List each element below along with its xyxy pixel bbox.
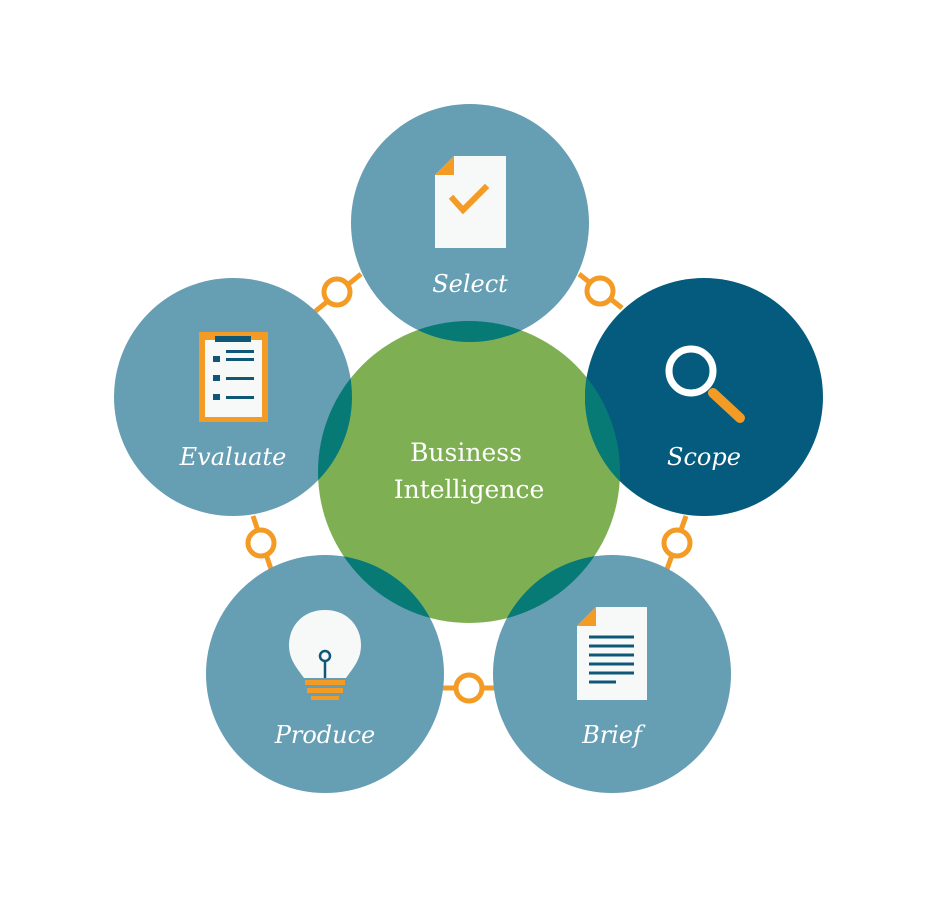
- center-label-line2: Intelligence: [394, 475, 545, 504]
- lightbulb-icon: [289, 610, 361, 700]
- node-label-evaluate: Evaluate: [179, 443, 287, 471]
- clipboard-list-icon: [199, 332, 268, 422]
- node-label-select: Select: [432, 270, 508, 298]
- center-label-line1: Business: [410, 438, 522, 467]
- connector-ring-select-evaluate: [321, 276, 353, 308]
- connectors: [245, 272, 693, 704]
- connector-ring-scope-brief: [661, 527, 693, 559]
- node-circle-scope[interactable]: [585, 278, 823, 516]
- document-check-icon: [435, 156, 506, 248]
- node-label-brief: Brief: [581, 721, 646, 749]
- node-label-scope: Scope: [667, 443, 741, 471]
- connector-ring-select-scope: [584, 275, 616, 307]
- center-circle: [318, 321, 620, 623]
- connector-ring-evaluate-produce: [245, 527, 277, 559]
- document-text-icon: [577, 607, 647, 700]
- magnifier-icon: [665, 345, 745, 423]
- connector-ring-produce-brief: [453, 672, 485, 704]
- node-label-produce: Produce: [274, 721, 376, 749]
